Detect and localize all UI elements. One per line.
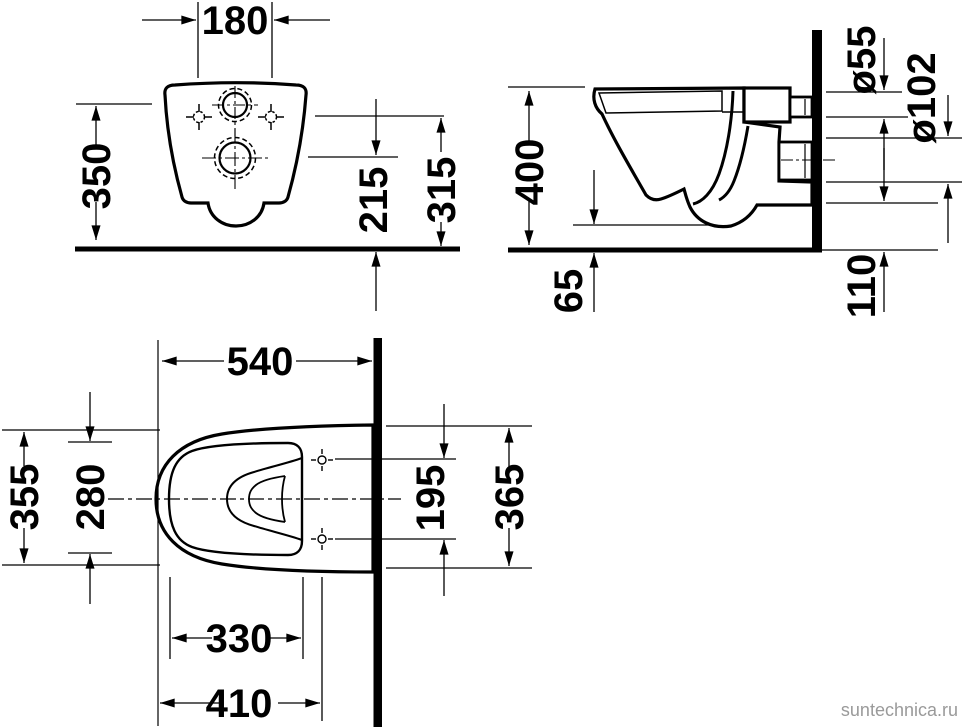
plan-dim-280 — [68, 392, 112, 604]
side-dim-55-label: ø55 — [840, 26, 884, 95]
front-dim-350-label: 350 — [75, 143, 119, 210]
plan-dim-355 — [2, 429, 160, 566]
side-seat-rim — [597, 90, 723, 114]
plan-dim-410-label: 410 — [206, 682, 273, 726]
front-dim-315-label: 315 — [420, 157, 464, 224]
front-inlet-hole — [212, 86, 258, 136]
side-dim-65 — [573, 170, 713, 312]
plan-fixing-hole-bottom — [311, 528, 333, 550]
side-wall — [812, 30, 822, 251]
side-view — [508, 30, 962, 312]
side-inlet-pipe — [788, 95, 814, 119]
side-trap-curve-rear — [692, 90, 735, 206]
plan-dim-365-label: 365 — [488, 464, 532, 531]
plan-dim-195-label: 195 — [409, 465, 453, 532]
plan-dim-330 — [169, 577, 304, 659]
side-dim-102-label: ø102 — [900, 52, 944, 143]
watermark-text: suntechnica.ru — [841, 700, 958, 720]
side-outlet-pipe — [777, 140, 814, 182]
front-outlet-hole — [202, 129, 270, 190]
plan-view — [2, 338, 532, 727]
front-fixing-hole-left — [186, 104, 212, 130]
plan-dim-365 — [386, 425, 532, 569]
plan-dim-540-label: 540 — [227, 340, 294, 384]
front-dim-180-label: 180 — [202, 0, 269, 43]
plan-wall — [373, 338, 382, 727]
plan-dim-355-label: 355 — [3, 464, 47, 531]
front-dim-215-label: 215 — [352, 167, 396, 234]
side-toilet-outline — [592, 86, 814, 229]
front-dim-180 — [142, 2, 330, 78]
plan-dim-280-label: 280 — [69, 464, 113, 531]
side-flush-housing — [742, 86, 792, 124]
plan-inner-rim — [167, 441, 304, 557]
dimension-labels: 180 350 215 315 400 65 ø55 ø102 110 540 … — [3, 0, 944, 726]
front-fixing-hole-right — [258, 104, 284, 130]
plan-dim-410 — [160, 577, 323, 721]
side-dim-65-label: 65 — [547, 269, 591, 314]
side-trap-curve-inner — [718, 125, 750, 202]
plan-fixing-hole-top — [311, 449, 333, 471]
side-dim-400 — [508, 86, 585, 245]
side-dim-400-label: 400 — [508, 139, 552, 206]
side-dim-110-label: 110 — [840, 254, 884, 319]
front-dim-350 — [76, 103, 152, 240]
plan-dim-330-label: 330 — [206, 617, 273, 661]
front-view — [75, 2, 460, 311]
